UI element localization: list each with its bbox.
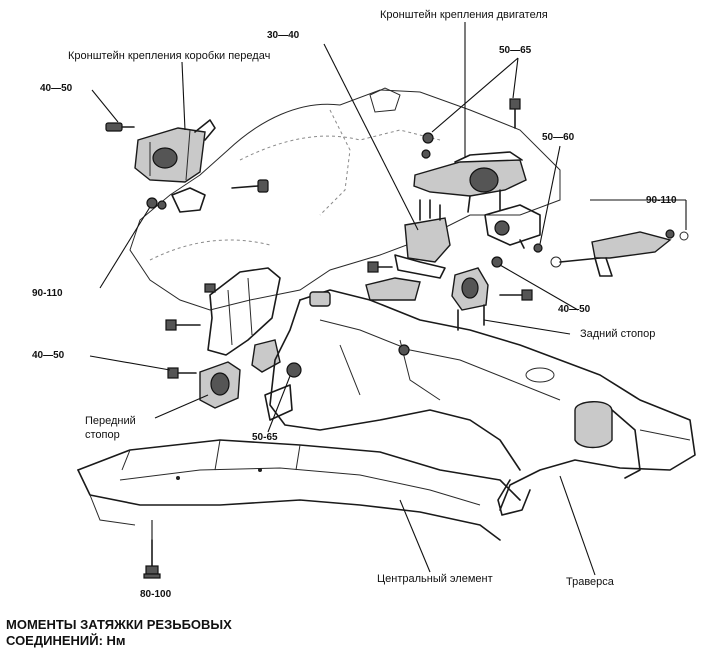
footer-line-1: МОМЕНТЫ ЗАТЯЖКИ РЕЗЬБОВЫХ xyxy=(6,617,232,632)
bolt-gearbox-left xyxy=(105,122,135,132)
bolt-engine-top xyxy=(509,98,521,129)
torque-40-50-left: 40—50 xyxy=(32,350,65,361)
footer-line-2: СОЕДИНЕНИЙ: Нм xyxy=(6,633,126,648)
torque-40-50-mid: 40—50 xyxy=(558,304,591,315)
label-gearbox-bracket: Кронштейн крепления коробки передач xyxy=(68,50,271,62)
transmission-outline xyxy=(129,89,561,311)
gearbox-mount-bracket xyxy=(134,119,216,183)
front-stop-body xyxy=(199,361,241,409)
center-member-body xyxy=(77,439,521,541)
label-front-stop-1: Передний xyxy=(85,415,136,427)
torque-80-100: 80-100 xyxy=(140,589,172,600)
crossmember-body xyxy=(269,289,696,516)
bolt-gearbox-right xyxy=(231,179,269,193)
bolt-bracket-left xyxy=(165,319,201,331)
bolt-bottom xyxy=(143,539,161,579)
torque-90-110-right: 90-110 xyxy=(646,195,677,206)
right-side-bracket xyxy=(591,229,689,277)
right-mount-arm xyxy=(484,204,601,268)
torque-90-110-left: 90-110 xyxy=(32,288,63,299)
bolt-mid-right xyxy=(499,289,533,301)
torque-40-50-top-left: 40—50 xyxy=(40,83,73,94)
rear-mount-body xyxy=(394,199,451,279)
torque-50-65-low: 50-65 xyxy=(252,432,278,443)
lower-small-bracket xyxy=(251,339,302,421)
label-rear-stop: Задний стопор xyxy=(580,328,656,340)
torque-50-65-top: 50—65 xyxy=(499,45,532,56)
label-engine-bracket: Кронштейн крепления двигателя xyxy=(380,9,548,21)
bolt-front-left xyxy=(167,367,197,379)
torque-footer: МОМЕНТЫ ЗАТЯЖКИ РЕЗЬБОВЫХ СОЕДИНЕНИЙ: Нм xyxy=(6,617,232,649)
label-center-member: Центральный элемент xyxy=(377,573,493,585)
engine-mount-bracket xyxy=(413,151,527,213)
label-front-stop-2: стопор xyxy=(85,429,120,441)
torque-50-60: 50—60 xyxy=(542,132,575,143)
bolt-rear-left xyxy=(367,261,393,273)
torque-30-40: 30—40 xyxy=(267,30,300,41)
label-crossmember: Траверса xyxy=(566,576,614,588)
front-stop-bracket xyxy=(204,267,281,356)
rear-stop-body xyxy=(451,267,489,331)
leader-lines xyxy=(89,22,687,576)
